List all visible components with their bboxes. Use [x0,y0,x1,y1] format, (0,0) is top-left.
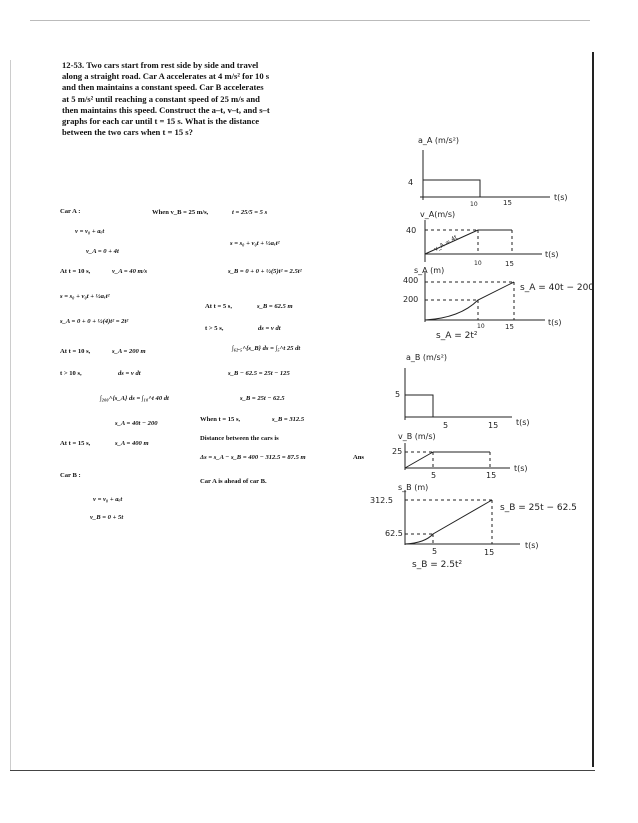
graph-tick-label: 312.5 [370,496,393,505]
result-value: s_A = 400 m [115,440,149,447]
equation: v = v₀ + aₑt [93,496,123,503]
condition-label: When t = 15 s, [200,416,241,423]
equation: s_B − 62.5 = 25t − 125 [228,370,290,377]
equation: v_B = 0 + 5t [90,514,124,521]
graph-curve-label: s_B = 25t − 62.5 [500,503,577,513]
problem-line: along a straight road. Car A accelerates… [62,71,270,82]
vA-ramp [424,229,479,255]
integral-equation: ∫₆₂.₅^{s_B} ds = ∫₅^t 25 dt [232,345,301,352]
graph-tick-label: 5 [431,471,437,480]
integral-equation: ∫₂₀₀^{s_A} ds = ∫₁₀^t 40 dt [100,395,169,402]
graph-axis-label: t(s) [545,250,559,259]
graph-tick-label: 5 [395,390,401,399]
graph-tick-label: 10 [477,323,485,330]
condition-label: At t = 15 s, [60,440,91,447]
condition-label: At t = 10 s, [60,268,91,275]
graph-tick-label: 40 [406,226,417,235]
page-edge-left [10,60,11,770]
graph-tick-label: 5 [443,421,449,430]
graph-tick-label: 15 [505,323,514,331]
result-value: t = 25/5 = 5 s [232,209,268,216]
sB-curve [404,499,493,545]
page-edge-bottom [10,770,595,771]
graph-axis-label: t(s) [514,464,528,473]
equation: s_A = 40t − 200 [115,420,158,427]
graph-axis-label: t(s) [548,318,562,327]
condition-label: At t = 10 s, [60,348,91,355]
graph-curve-label: s_B = 2.5t² [412,560,463,570]
result-value: s_B = 312.5 [272,416,305,423]
graph-tick-label: 25 [392,447,403,456]
graph-axis-label: v_B (m/s) [398,432,436,441]
graph-axis-label: a_A (m/s²) [418,136,460,145]
equation: v = v₀ + aₑt [75,228,105,235]
graph-tick-label: 15 [503,199,512,207]
vB-ramp [404,451,434,469]
graph-tick-label: 10 [474,260,482,267]
problem-line: at 5 m/s² until reaching a constant spee… [62,93,260,104]
condition-label: When v_B = 25 m/s, [152,209,209,216]
graph-tick-label: 400 [403,276,419,285]
result-value: ds = v dt [118,370,141,377]
aA-step [423,179,481,197]
equation: s_B = 25t − 62.5 [240,395,285,402]
car-a-heading: Car A : [60,208,81,215]
problem-line: and then maintains a constant speed. Car… [62,82,264,93]
equation: v_A = 0 + 4t [86,248,119,255]
equation: s_B = 0 + 0 + ½(5)t² = 2.5t² [228,268,302,275]
problem-statement: 12-53. Two cars start from rest side by … [62,60,322,138]
problem-line: then maintains this speed. Construct the… [62,104,270,115]
problem-line: 12-53. Two cars start from rest side by … [62,60,259,70]
graph-axis-label: t(s) [525,541,539,550]
page-edge-top [30,20,590,21]
graph-tick-label: 5 [432,547,438,556]
graph-tick-label: 15 [505,260,514,268]
graph-tick-label: 62.5 [385,529,403,538]
graph-curve-label: s_A = 2t² [436,331,478,341]
graph-tick-label: 10 [470,201,478,208]
problem-line: graphs for each car until t = 15 s. What… [62,116,260,127]
conclusion: Car A is ahead of car B. [200,478,267,485]
graph-tick-label: 15 [484,548,495,557]
graph-tick-label: 200 [403,295,419,304]
graph-tick-label: 4 [408,178,414,187]
page-edge-right [592,52,594,767]
distance-equation: Δs = s_A − s_B = 400 − 312.5 = 87.5 m [200,454,306,461]
condition-label: t > 10 s, [60,370,82,377]
sA-curve [424,281,515,321]
equation: s = s₀ + v₀t + ½aₑt² [230,240,280,247]
car-b-heading: Car B : [60,472,81,479]
graph-tick-label: 15 [486,471,497,480]
graph-axis-label: v_A(m/s) [420,210,456,219]
equation: s_A = 0 + 0 + ½(4)t² = 2t² [60,318,129,325]
result-value: v_A = 40 m/s [112,268,148,275]
equation: s = s₀ + v₀t + ½aₑt² [60,293,110,300]
result-value: s_A = 200 m [112,348,146,355]
condition-label: t > 5 s, [205,325,224,332]
distance-heading: Distance between the cars is [200,435,279,442]
graph-axis-label: s_B (m) [398,483,429,492]
problem-line: between the two cars when t = 15 s? [62,127,193,138]
graph-axis-label: t(s) [516,418,530,427]
graph-tick-label: 15 [488,421,499,430]
answer-marker: Ans [353,454,364,461]
aB-step [405,394,434,417]
result-value: ds = v dt [258,325,281,332]
graph-curve-label: s_A = 40t − 200 [520,283,595,293]
graph-axis-label: t(s) [554,193,568,202]
graph-axis-label: a_B (m/s²) [406,353,448,362]
result-value: s_B = 62.5 m [257,303,293,310]
condition-label: At t = 5 s, [205,303,233,310]
graph-axis-label: s_A (m) [414,266,445,275]
